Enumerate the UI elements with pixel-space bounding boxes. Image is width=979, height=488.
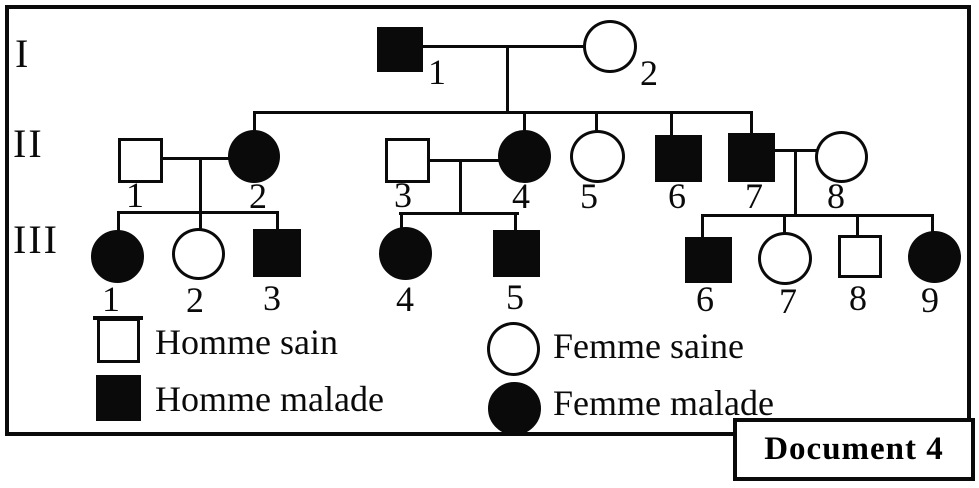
legend-label-femme-malade: Femme malade (553, 383, 774, 423)
individual-label-III-2: 2 (186, 280, 204, 320)
legend-affected-male-icon (96, 375, 141, 421)
couple-line-I1-I2 (421, 45, 585, 48)
couple-line-II3-II4 (428, 159, 500, 162)
sib-drop-II7 (750, 111, 753, 135)
legend-healthy-male-icon (97, 318, 140, 363)
individual-label-III-4: 4 (396, 279, 414, 319)
individual-label-II-7: 7 (745, 176, 763, 216)
individual-label-I-1: 1 (428, 52, 446, 92)
individual-label-III-9: 9 (921, 280, 939, 320)
individual-III-7-healthy-female (758, 232, 812, 285)
individual-label-III-6: 6 (696, 279, 714, 319)
generation-label-I: I (15, 31, 31, 76)
legend-affected-female-icon (488, 382, 541, 435)
descent-line-II1-II2 (199, 157, 202, 230)
sibship-line-gen3-A (117, 211, 279, 214)
legend-healthy-female-icon (487, 322, 540, 376)
sib-drop-III3 (276, 211, 279, 231)
individual-label-III-3: 3 (263, 278, 281, 318)
individual-label-II-6: 6 (668, 176, 686, 216)
individual-label-II-1: 1 (126, 175, 144, 215)
individual-III-8-healthy-male (838, 235, 882, 278)
sib-drop-III4 (400, 212, 403, 229)
sib-drop-III9 (931, 214, 934, 233)
individual-II-6-affected-male (655, 135, 702, 182)
individual-III-6-affected-male (685, 237, 732, 283)
individual-III-2-healthy-female (172, 228, 225, 280)
individual-III-5-affected-male (493, 230, 540, 277)
document-tag-label: Document 4 (764, 431, 944, 467)
individual-label-III-8: 8 (849, 278, 867, 318)
sib-drop-II4 (523, 111, 526, 132)
sib-drop-II6 (670, 111, 673, 137)
individual-III-1-affected-female (91, 230, 144, 283)
individual-label-III-7: 7 (779, 281, 797, 321)
descent-line-II7-II8 (794, 149, 797, 217)
individual-label-II-3: 3 (394, 175, 412, 215)
legend-label-homme-sain: Homme sain (155, 322, 338, 362)
legend-label-femme-saine: Femme saine (553, 326, 744, 366)
individual-II-3-healthy-male (385, 138, 430, 183)
sib-drop-III8 (856, 214, 859, 237)
document-tag-box: Document 4 (733, 418, 975, 481)
individual-label-II-4: 4 (512, 176, 530, 216)
individual-II-1-healthy-male (118, 138, 163, 183)
individual-label-II-2: 2 (249, 176, 267, 216)
individual-III-3-affected-male (253, 229, 301, 277)
individual-II-7-affected-male (728, 133, 775, 182)
legend-label-homme-malade: Homme malade (155, 379, 384, 419)
sib-drop-III7 (783, 214, 786, 234)
sib-drop-II2 (253, 111, 256, 132)
sibship-line-gen2 (253, 111, 753, 114)
individual-label-I-2: 2 (640, 53, 658, 93)
individual-label-II-8: 8 (827, 176, 845, 216)
sib-drop-III5 (514, 212, 517, 232)
sibship-line-gen3-C (701, 214, 934, 217)
individual-I-2-healthy-female (583, 20, 637, 73)
individual-label-III-1: 1 (102, 279, 120, 319)
generation-label-III: III (13, 217, 59, 262)
individual-III-9-affected-female (908, 231, 961, 283)
individual-II-8-healthy-female (815, 131, 868, 183)
individual-label-III-5: 5 (506, 277, 524, 317)
individual-label-II-5: 5 (580, 176, 598, 216)
individual-II-4-affected-female (498, 130, 551, 183)
individual-II-5-healthy-female (570, 130, 625, 183)
descent-line-II3-II4 (459, 159, 462, 215)
sib-drop-III6 (701, 214, 704, 239)
individual-II-2-affected-female (228, 130, 280, 183)
individual-I-1-affected-male (377, 27, 423, 72)
generation-label-II: II (13, 121, 44, 166)
descent-line-I1-I2 (506, 45, 509, 114)
sib-drop-III1 (117, 211, 120, 232)
sibship-line-gen3-B (399, 212, 519, 215)
individual-III-4-affected-female (379, 227, 432, 280)
pedigree-frame-border (5, 5, 971, 436)
sib-drop-II5 (595, 111, 598, 132)
couple-line-II1-II2 (161, 157, 229, 160)
